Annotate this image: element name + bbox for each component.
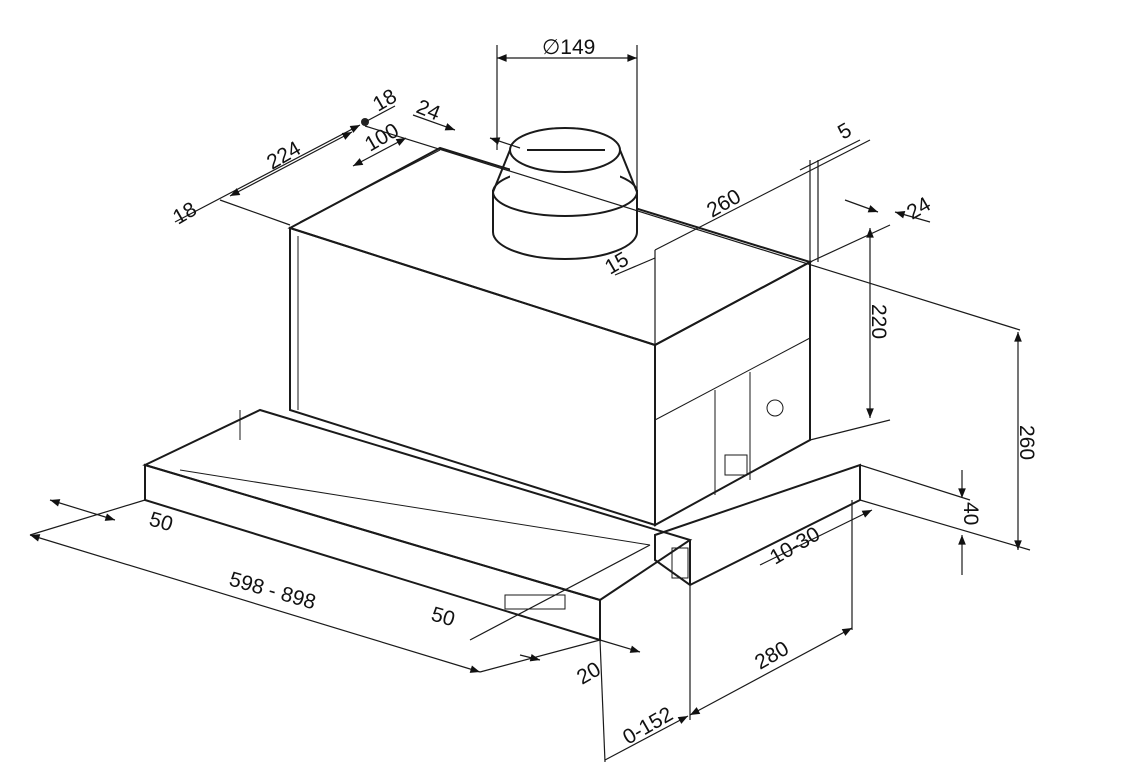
- label-tray-height: 40: [959, 502, 982, 525]
- label-tray-offset: 10-30: [766, 523, 824, 570]
- label-left-50: 50: [147, 508, 176, 537]
- label-top-18: 18: [369, 85, 401, 117]
- label-total-height: 260: [1015, 425, 1038, 460]
- label-extension: 0-152: [619, 703, 677, 750]
- label-right-260: 260: [703, 185, 745, 222]
- label-body-height: 220: [867, 304, 890, 339]
- label-front-50: 50: [429, 603, 458, 632]
- label-depth: 280: [751, 637, 793, 674]
- label-duct-diameter: ∅149: [542, 36, 595, 59]
- label-right-15: 15: [601, 248, 633, 280]
- dimension-lines: [29, 45, 1031, 763]
- label-front-20: 20: [573, 658, 605, 690]
- telescopic-tray: [142, 408, 861, 642]
- label-top-224: 224: [263, 137, 305, 175]
- label-width: 598 - 898: [227, 568, 319, 615]
- label-top-24: 24: [413, 95, 444, 125]
- duct-collar: [492, 127, 638, 260]
- label-right-24: 24: [903, 193, 935, 225]
- label-right-5: 5: [834, 119, 856, 145]
- label-left-18: 18: [169, 198, 201, 230]
